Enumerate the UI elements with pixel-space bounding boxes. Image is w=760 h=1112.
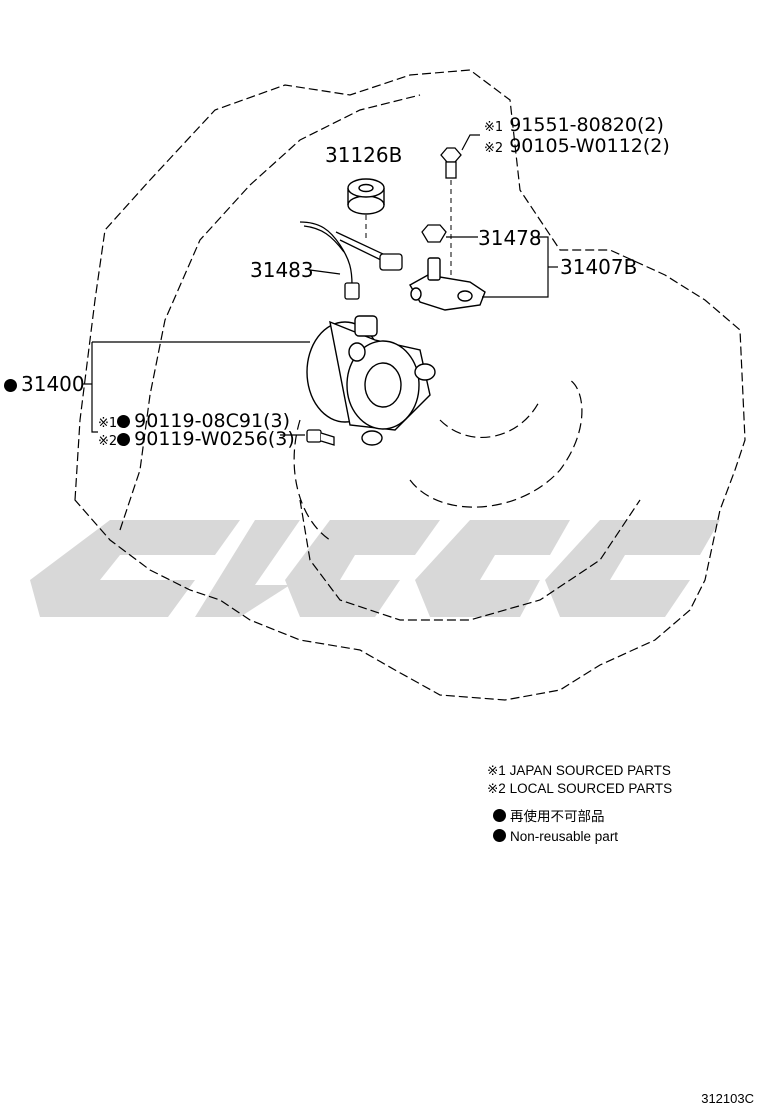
figure-code: 312103C [701,1091,754,1106]
legend-local-sourced: ※2 LOCAL SOURCED PARTS [487,781,673,796]
non-reusable-dot-icon [117,433,131,446]
legend-japan-sourced: ※1 JAPAN SOURCED PARTS [487,763,671,778]
non-reusable-dot-icon [117,415,131,428]
label-31407b: 31407B [560,255,638,279]
plug-31407b-icon [409,257,486,311]
leader-lines [82,134,558,436]
screw-90119-icon [306,429,335,446]
bolt-91551-icon [440,147,462,179]
non-reusable-dot-icon [4,379,17,392]
label-31483: 31483 [250,258,314,282]
watermark-logo [30,520,720,617]
grommet-31126b-icon [347,178,385,215]
transmission-housing [74,69,746,701]
label-31400: 31400 [4,373,85,395]
non-reusable-dot-icon [493,829,506,842]
hose-31483-icon [299,221,403,300]
release-cylinder-31400-icon [306,315,436,446]
legend-nonreusable-jp: 再使用不可部品 [493,808,605,826]
label-bolt-90105: ※2 90105-W0112(2) [484,135,670,157]
legend-nonreusable-en: Non-reusable part [493,828,618,846]
cap-31478-icon [421,224,447,243]
label-31126b: 31126B [325,143,403,167]
label-bolt-91551: ※1 91551-80820(2) [484,114,664,136]
non-reusable-dot-icon [493,809,506,822]
housing-inner-arcs [293,379,583,541]
label-31478: 31478 [478,226,542,250]
